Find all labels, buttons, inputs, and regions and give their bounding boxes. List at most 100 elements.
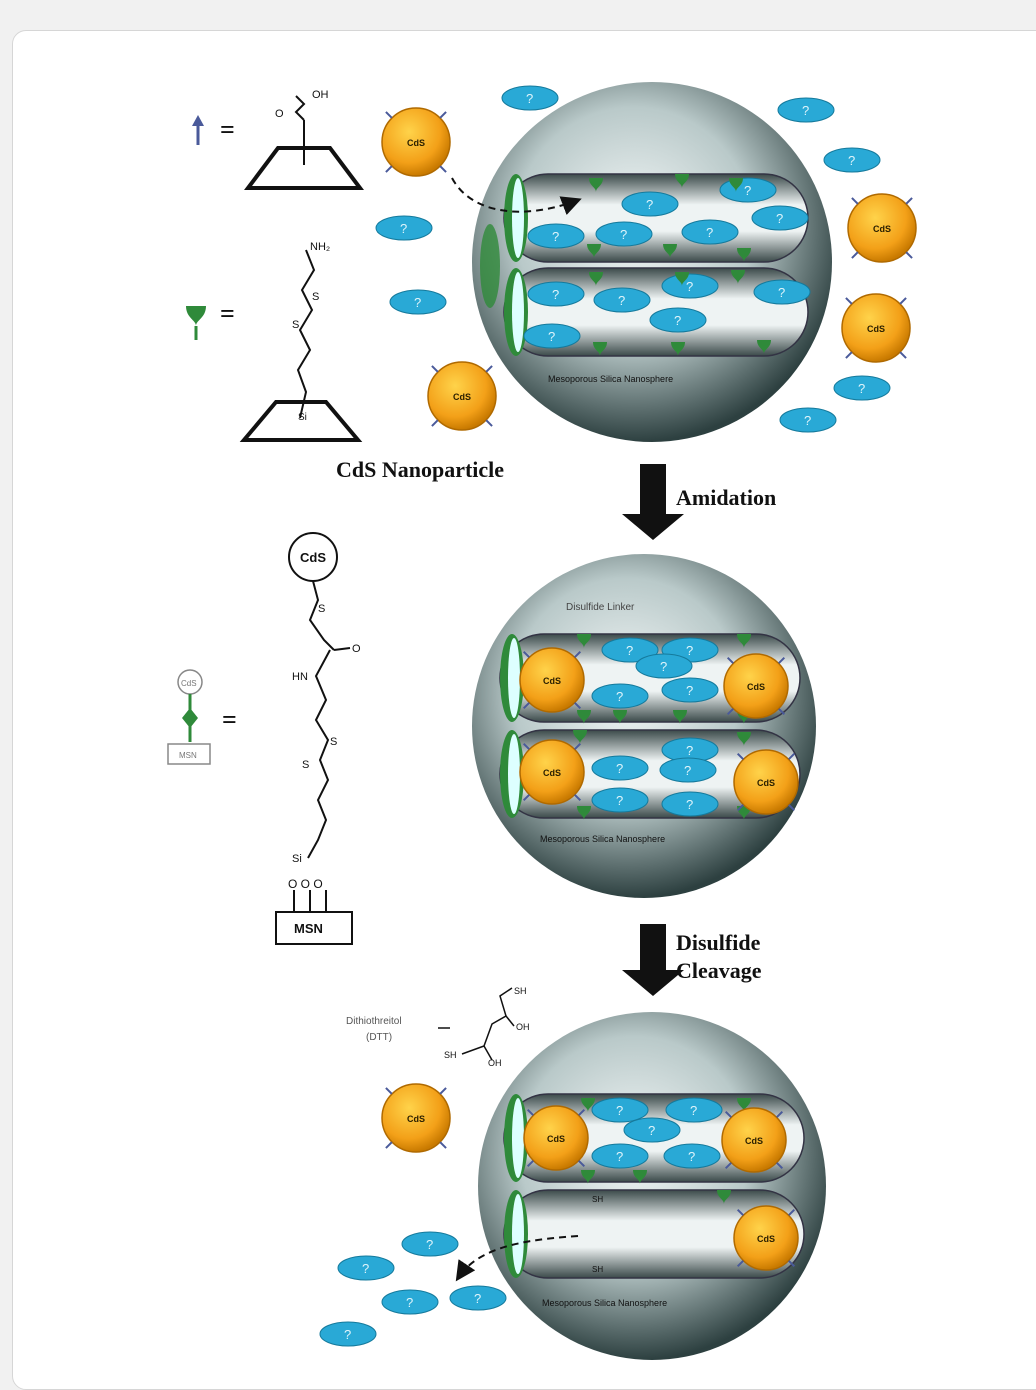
linker-icon [593, 342, 607, 356]
dashed-arrow-out [455, 1235, 579, 1282]
linker-icon [673, 710, 687, 724]
drug-molecule: ? [337, 1255, 395, 1281]
linker-icon [613, 710, 627, 724]
drug-glyph: ? [686, 683, 693, 698]
linker-icon [671, 342, 685, 356]
drug-glyph: ? [690, 1103, 697, 1118]
chem-sh-2: SH [592, 1265, 603, 1274]
drug-molecule: ? [623, 1117, 681, 1143]
chem-si-2: Si [292, 853, 302, 865]
chem-sh-1: SH [592, 1195, 603, 1204]
legend-linker: = NH₂ S S Si [186, 241, 363, 442]
drug-molecule: ? [501, 85, 559, 111]
drug-glyph: ? [648, 1123, 655, 1138]
linker-icon [757, 340, 771, 354]
legend-linked: CdS MSN = CdS S O HN S S Si O O O MSN [167, 532, 361, 945]
linker-icon [737, 806, 751, 820]
linker-icon [663, 244, 677, 258]
dtt-abbr-label: (DTT) [366, 1032, 392, 1043]
amidation-arrow: Amidation [622, 464, 776, 540]
drug-molecule: ? [833, 375, 891, 401]
chem-nh2: NH₂ [310, 241, 330, 253]
drug-glyph: ? [686, 279, 693, 294]
structure-msn-label: MSN [294, 921, 323, 936]
drug-molecule: ? [777, 97, 835, 123]
drug-molecule: ? [665, 1097, 723, 1123]
drug-glyph: ? [684, 763, 691, 778]
drug-molecule: ? [681, 219, 739, 245]
drug-molecule: ? [593, 287, 651, 313]
cds-particle-label: CdS [757, 778, 775, 788]
cds-particle-label: CdS [867, 324, 885, 334]
drug-molecule: ? [661, 677, 719, 703]
cds-particle-label: CdS [747, 682, 765, 692]
drug-glyph: ? [616, 1149, 623, 1164]
drug-molecule: ? [635, 653, 693, 679]
drug-molecule: ? [591, 787, 649, 813]
cds-particle: CdS [381, 107, 451, 177]
drug-molecule: ? [389, 289, 447, 315]
drug-molecule: ? [751, 205, 809, 231]
sphere-2: Disulfide Linker Mesoporous Silica Nanos… [472, 554, 816, 898]
legend-cds-mini: CdS [181, 679, 197, 688]
linker-icon [737, 732, 751, 746]
drug-glyph: ? [620, 227, 627, 242]
drug-glyph: ? [744, 183, 751, 198]
drug-molecule: ? [375, 215, 433, 241]
equals-sign-3: = [222, 705, 237, 734]
drug-glyph: ? [616, 761, 623, 776]
drug-glyph: ? [706, 225, 713, 240]
linker-icon [717, 1190, 731, 1204]
drug-molecule: ? [449, 1285, 507, 1311]
drug-glyph: ? [552, 287, 559, 302]
drug-glyph: ? [686, 797, 693, 812]
drug-glyph: ? [848, 153, 855, 168]
linker-molecules [573, 174, 771, 1204]
linker-icon [589, 178, 603, 192]
linker-icon [737, 634, 751, 648]
chem-o-2: O [352, 643, 361, 655]
drug-glyph: ? [616, 1103, 623, 1118]
drug-molecule: ? [823, 147, 881, 173]
drug-glyph: ? [660, 659, 667, 674]
cds-particle: CdS [841, 293, 911, 363]
cds-particle: CdS [427, 361, 497, 431]
linker-icon [587, 244, 601, 258]
cds-particle: CdS [519, 739, 585, 805]
drug-glyph: ? [344, 1327, 351, 1342]
drug-molecule: ? [601, 637, 659, 663]
chem-s-4: S [330, 736, 337, 748]
linker-icon [737, 248, 751, 262]
drug-molecule: ? [591, 1097, 649, 1123]
linker-icon [581, 1170, 595, 1184]
dashed-arrow-in [451, 177, 582, 216]
linker-icon [633, 1170, 647, 1184]
dtt-name-label: Dithiothreitol [346, 1016, 402, 1027]
sphere-2-caption: Mesoporous Silica Nanosphere [540, 834, 665, 844]
linker-icon [737, 1098, 751, 1112]
drug-molecule: ? [661, 273, 719, 299]
linker-icon [577, 806, 591, 820]
drug-glyph: ? [688, 1149, 695, 1164]
sphere-3-caption: Mesoporous Silica Nanosphere [542, 1298, 667, 1308]
cds-particle-label: CdS [407, 138, 425, 148]
drug-molecule: ? [779, 407, 837, 433]
linker-icon [573, 730, 587, 744]
linker-icon [675, 174, 689, 188]
drug-molecule: ? [595, 221, 653, 247]
cds-particle: CdS [523, 1105, 589, 1171]
disulfide-linker-label: Disulfide Linker [566, 602, 635, 613]
drug-molecule: ? [527, 223, 585, 249]
linker-icon [729, 178, 743, 192]
drug-molecule: ? [319, 1321, 377, 1347]
drug-glyph: ? [548, 329, 555, 344]
chem-s-1: S [312, 291, 319, 303]
cds-particle: CdS [381, 1083, 451, 1153]
linker-icon [589, 272, 603, 286]
chem-s-3: S [318, 603, 325, 615]
chem-ooo: O O O [288, 877, 323, 891]
disulfide-label-line2: Cleavage [676, 958, 762, 983]
cds-particle: CdS [519, 647, 585, 713]
drug-molecule: ? [663, 1143, 721, 1169]
